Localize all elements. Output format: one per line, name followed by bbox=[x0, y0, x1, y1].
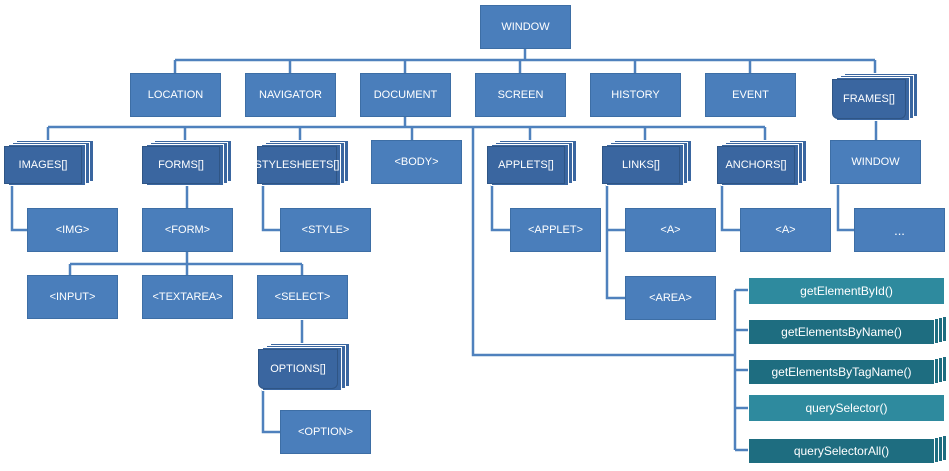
location-node: LOCATION bbox=[130, 73, 221, 117]
get-elements-by-name-method: getElementsByName() bbox=[748, 316, 947, 346]
form-node: <FORM> bbox=[142, 208, 233, 252]
select-label: <SELECT> bbox=[274, 291, 331, 303]
stylesheets-collection: STYLESHEETS[] bbox=[254, 140, 349, 186]
links-label: LINKS[] bbox=[622, 159, 660, 171]
applets-label: APPLETS[] bbox=[498, 159, 554, 171]
get-elements-by-name-label: getElementsByName() bbox=[781, 325, 902, 339]
option-label: <OPTION> bbox=[297, 426, 354, 438]
navigator-node: NAVIGATOR bbox=[245, 73, 336, 117]
get-element-by-id-method: getElementById() bbox=[748, 277, 945, 305]
form-label: <FORM> bbox=[164, 224, 211, 236]
document-node: DOCUMENT bbox=[360, 73, 451, 117]
forms-label: FORMS[] bbox=[158, 159, 204, 171]
style-node: <STYLE> bbox=[280, 208, 371, 252]
query-selector-all-method: querySelectorAll() bbox=[748, 435, 947, 465]
event-label: EVENT bbox=[732, 89, 769, 101]
images-collection: IMAGES[] bbox=[4, 140, 94, 186]
frame-more-label: ... bbox=[894, 222, 905, 238]
img-label: <IMG> bbox=[55, 224, 90, 236]
history-label: HISTORY bbox=[611, 89, 660, 101]
options-collection: OPTIONS[] bbox=[258, 343, 350, 391]
style-label: <STYLE> bbox=[301, 224, 350, 236]
body-label: <BODY> bbox=[394, 156, 439, 168]
textarea-node: <TEXTAREA> bbox=[142, 275, 233, 319]
images-label: IMAGES[] bbox=[18, 159, 68, 171]
query-selector-label: querySelector() bbox=[805, 401, 888, 415]
area-label: <AREA> bbox=[649, 292, 692, 304]
anchors-a-node: <A> bbox=[740, 208, 831, 252]
body-node: <BODY> bbox=[371, 140, 462, 184]
query-selector-all-label: querySelectorAll() bbox=[793, 444, 890, 458]
applet-label: <APPLET> bbox=[527, 224, 584, 236]
navigator-label: NAVIGATOR bbox=[259, 89, 322, 101]
input-label: <INPUT> bbox=[49, 291, 96, 303]
links-collection: LINKS[] bbox=[602, 140, 692, 186]
query-selector-method: querySelector() bbox=[748, 394, 945, 422]
anchors-a-label: <A> bbox=[775, 224, 796, 236]
textarea-label: <TEXTAREA> bbox=[152, 291, 223, 303]
window-label: WINDOW bbox=[501, 21, 550, 33]
applets-collection: APPLETS[] bbox=[487, 140, 577, 186]
window-node: WINDOW bbox=[480, 5, 571, 49]
frame-window-label: WINDOW bbox=[851, 156, 900, 168]
frames-label: FRAMES[] bbox=[843, 93, 895, 105]
location-label: LOCATION bbox=[147, 89, 204, 101]
screen-node: SCREEN bbox=[475, 73, 566, 117]
frame-more-node: ... bbox=[854, 208, 945, 252]
select-node: <SELECT> bbox=[257, 275, 348, 319]
applet-node: <APPLET> bbox=[510, 208, 601, 252]
option-node: <OPTION> bbox=[280, 410, 371, 454]
history-node: HISTORY bbox=[590, 73, 681, 117]
area-node: <AREA> bbox=[625, 276, 716, 320]
links-a-label: <A> bbox=[660, 224, 681, 236]
frame-window-node: WINDOW bbox=[830, 140, 921, 184]
document-label: DOCUMENT bbox=[373, 89, 438, 101]
event-node: EVENT bbox=[705, 73, 796, 117]
get-elements-by-tag-name-method: getElementsByTagName() bbox=[748, 356, 947, 386]
stylesheets-label: STYLESHEETS[] bbox=[254, 159, 340, 171]
img-node: <IMG> bbox=[27, 208, 118, 252]
input-node: <INPUT> bbox=[27, 275, 118, 319]
links-a-node: <A> bbox=[625, 208, 716, 252]
options-label: OPTIONS[] bbox=[270, 363, 326, 375]
forms-collection: FORMS[] bbox=[142, 140, 232, 186]
get-element-by-id-label: getElementById() bbox=[800, 284, 893, 298]
get-elements-by-tag-name-label: getElementsByTagName() bbox=[771, 365, 912, 379]
anchors-label: ANCHORS[] bbox=[725, 159, 787, 171]
screen-label: SCREEN bbox=[497, 89, 544, 101]
frames-collection: FRAMES[] bbox=[832, 73, 918, 121]
anchors-collection: ANCHORS[] bbox=[717, 140, 807, 186]
